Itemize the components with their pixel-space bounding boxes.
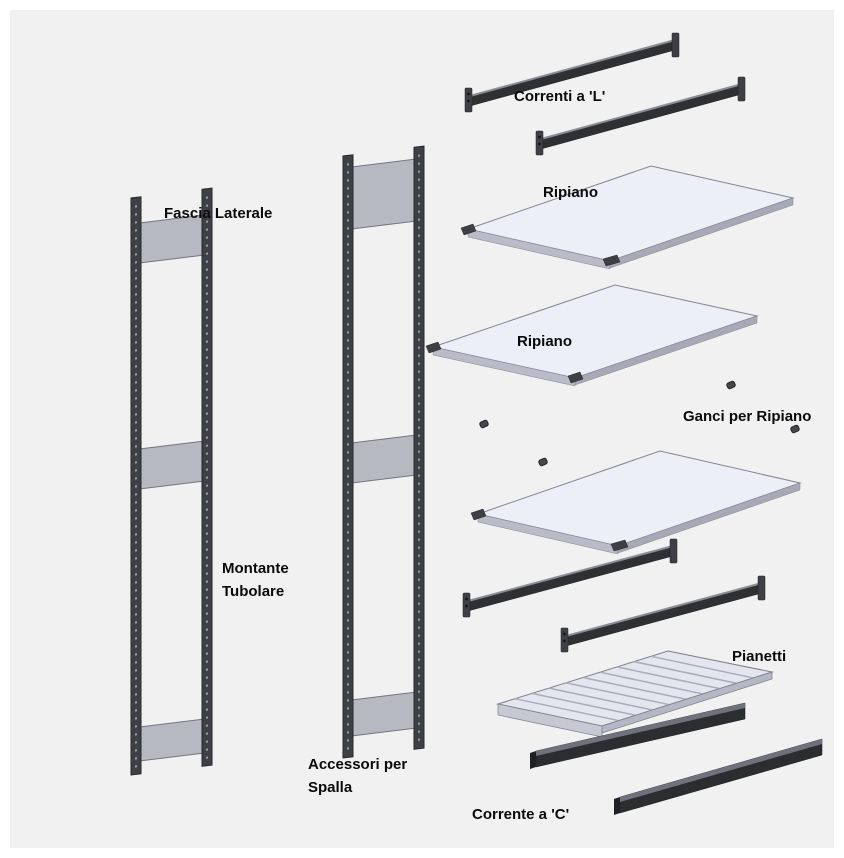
label-fascia: Fascia Laterale (164, 205, 273, 222)
shelf-hooks (479, 380, 800, 467)
side-frame-right (342, 145, 425, 759)
c-beam-top-flange (536, 703, 745, 756)
c-beam-top-flange (620, 739, 822, 802)
l-beam-end-plate (757, 575, 766, 601)
fascia-panel-middle (140, 440, 203, 490)
label-ganci: Ganci per Ripiano (683, 408, 812, 425)
slat-line (531, 692, 637, 717)
l-beam-flange (469, 39, 676, 97)
slat-line (633, 660, 739, 685)
fascia-panel-top (352, 158, 415, 230)
l-beam-flange (467, 545, 674, 602)
bolt-hole (563, 639, 566, 643)
shelf-corner-bracket (425, 341, 442, 354)
slat-line (514, 697, 620, 722)
l-beam (565, 582, 763, 647)
fascia-panel-bottom (140, 718, 203, 762)
slatted-shelf (496, 650, 774, 738)
shelf-front-edge (467, 228, 611, 270)
l-beam-end-plate (669, 538, 678, 564)
c-beam-end-cap (530, 751, 536, 769)
shelf-panel-top (460, 165, 795, 270)
l-beam-pair-top (464, 32, 746, 156)
fascia-panel-middle (352, 434, 415, 484)
shelf-hook (479, 419, 489, 429)
shelf-corner-bracket (460, 223, 477, 236)
l-beam-end-plate (671, 32, 680, 58)
slat-line (650, 655, 756, 680)
frame-post-front (342, 154, 354, 759)
shelf-corner-bracket (470, 508, 487, 521)
l-beam-end-plate (737, 76, 746, 102)
bolt-hole (467, 99, 470, 103)
c-beam-end-cap (614, 797, 620, 815)
bolt-hole (538, 135, 541, 139)
shelf-corner-bracket (610, 539, 629, 552)
bolt-hole (465, 604, 468, 608)
label-ripiano-middle: Ripiano (517, 333, 572, 350)
label-correnti-l: Correnti a 'L' (514, 88, 606, 105)
bolt-hole (465, 597, 468, 601)
shelf-side-edge (574, 315, 758, 386)
side-frame-left (130, 187, 213, 776)
slat-line (565, 682, 671, 706)
frame-post-rear (413, 145, 425, 750)
l-beam (467, 545, 674, 612)
shelf-front-edge (432, 346, 576, 387)
shelf-panel-lower (470, 450, 802, 555)
slat-line (582, 676, 688, 701)
slat-line (599, 671, 705, 695)
label-montante: Montante Tubolare (222, 560, 289, 600)
bolt-hole (538, 142, 541, 146)
label-corrente-c: Corrente a 'C' (472, 806, 570, 823)
shelf-corner-bracket (602, 254, 621, 267)
l-beam-flange (565, 582, 763, 637)
l-beam-pair-lower (462, 538, 766, 653)
fascia-panel-bottom (352, 691, 415, 737)
label-pianetti: Pianetti (732, 648, 787, 665)
label-ripiano-top: Ripiano (543, 184, 598, 201)
shelf-corner-bracket (567, 371, 584, 384)
shelf-panel-middle (425, 284, 759, 387)
shelf-hook (790, 424, 800, 434)
label-accessori: Accessori per Spalla (308, 756, 408, 796)
shelf-side-edge (617, 482, 801, 554)
bolt-hole (467, 92, 470, 96)
shelf-hook (726, 380, 736, 390)
slat-line (548, 687, 654, 711)
shelf-side-edge (609, 197, 794, 269)
shelf-front-edge (477, 513, 619, 555)
shelf-hook (538, 457, 548, 467)
slat-line (616, 666, 722, 690)
bolt-hole (563, 632, 566, 636)
slatted-side-lip (601, 671, 773, 734)
c-beam-pair (530, 702, 823, 815)
l-beam-flange (540, 83, 743, 140)
